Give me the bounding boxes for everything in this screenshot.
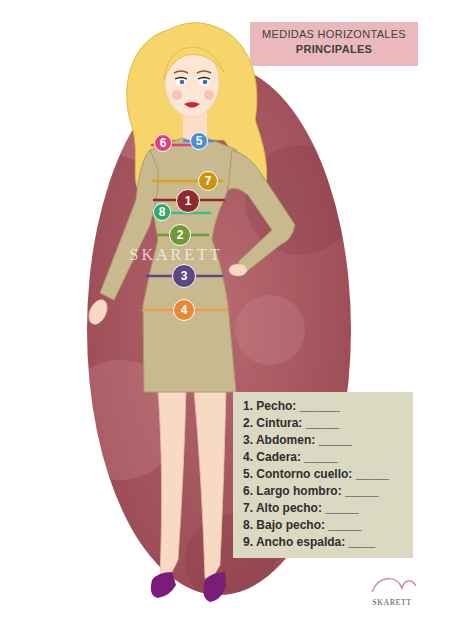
lips — [184, 102, 200, 108]
callout-number: 5 — [196, 135, 203, 147]
callout-number: 2 — [177, 229, 184, 241]
callout-circle: 8 — [153, 203, 171, 221]
callout-circle: 1 — [176, 189, 200, 213]
eyelash — [175, 78, 187, 80]
measurement-item: 7. Alto pecho: _____ — [243, 500, 401, 517]
callout-circle: 3 — [172, 264, 196, 288]
pupil — [180, 80, 185, 85]
callout-circle: 5 — [190, 132, 208, 150]
callout-circle: 4 — [173, 299, 195, 321]
title-text: PRINCIPALES — [260, 42, 408, 57]
callout-number: 1 — [185, 195, 192, 207]
hand — [229, 264, 247, 276]
measurement-item: 8. Bajo pecho: _____ — [243, 517, 401, 534]
blush — [204, 90, 214, 100]
measurement-item: 4. Cadera: _____ — [243, 449, 401, 466]
sleeve — [100, 150, 158, 300]
title-text: MEDIDAS HORIZONTALES — [260, 27, 408, 42]
measurement-item: 1. Pecho: ______ — [243, 398, 401, 415]
measurement-list: 1. Pecho: ______2. Cintura: _____3. Abdo… — [233, 392, 413, 558]
measurement-item: 3. Abdomen: _____ — [243, 432, 401, 449]
hair-bangs — [164, 47, 224, 80]
logo-flourish — [372, 579, 416, 592]
measurement-item: 9. Ancho espalda: ____ — [243, 534, 401, 551]
callout-circle: 6 — [154, 134, 172, 152]
callout-number: 4 — [181, 304, 188, 316]
callout-number: 8 — [159, 206, 166, 218]
measurement-item: 6. Largo hombro: _____ — [243, 483, 401, 500]
callout-number: 3 — [181, 270, 188, 282]
callout-circle: 2 — [169, 224, 191, 246]
sleeve — [228, 150, 295, 272]
logo-text: SKARETT — [372, 598, 412, 608]
eyebrow — [197, 71, 211, 73]
leg — [158, 390, 186, 580]
title-banner: MEDIDAS HORIZONTALESPRINCIPALES — [250, 22, 418, 66]
callout-circle: 7 — [198, 171, 218, 191]
callout-number: 7 — [205, 175, 212, 187]
watermark: SKARETT — [130, 246, 223, 264]
pupil — [203, 80, 208, 85]
measurement-lines — [143, 141, 227, 310]
shoe — [151, 572, 176, 598]
hand — [85, 297, 110, 327]
measurement-item: 5. Contorno cuello: _____ — [243, 466, 401, 483]
leg — [194, 390, 226, 582]
shoe — [203, 572, 226, 602]
measurement-item: 2. Cintura: _____ — [243, 415, 401, 432]
callout-number: 6 — [160, 137, 167, 149]
blush — [172, 90, 182, 100]
eyelash — [198, 78, 210, 80]
eyebrow — [174, 71, 188, 73]
eye — [199, 79, 209, 86]
eye — [176, 79, 186, 86]
